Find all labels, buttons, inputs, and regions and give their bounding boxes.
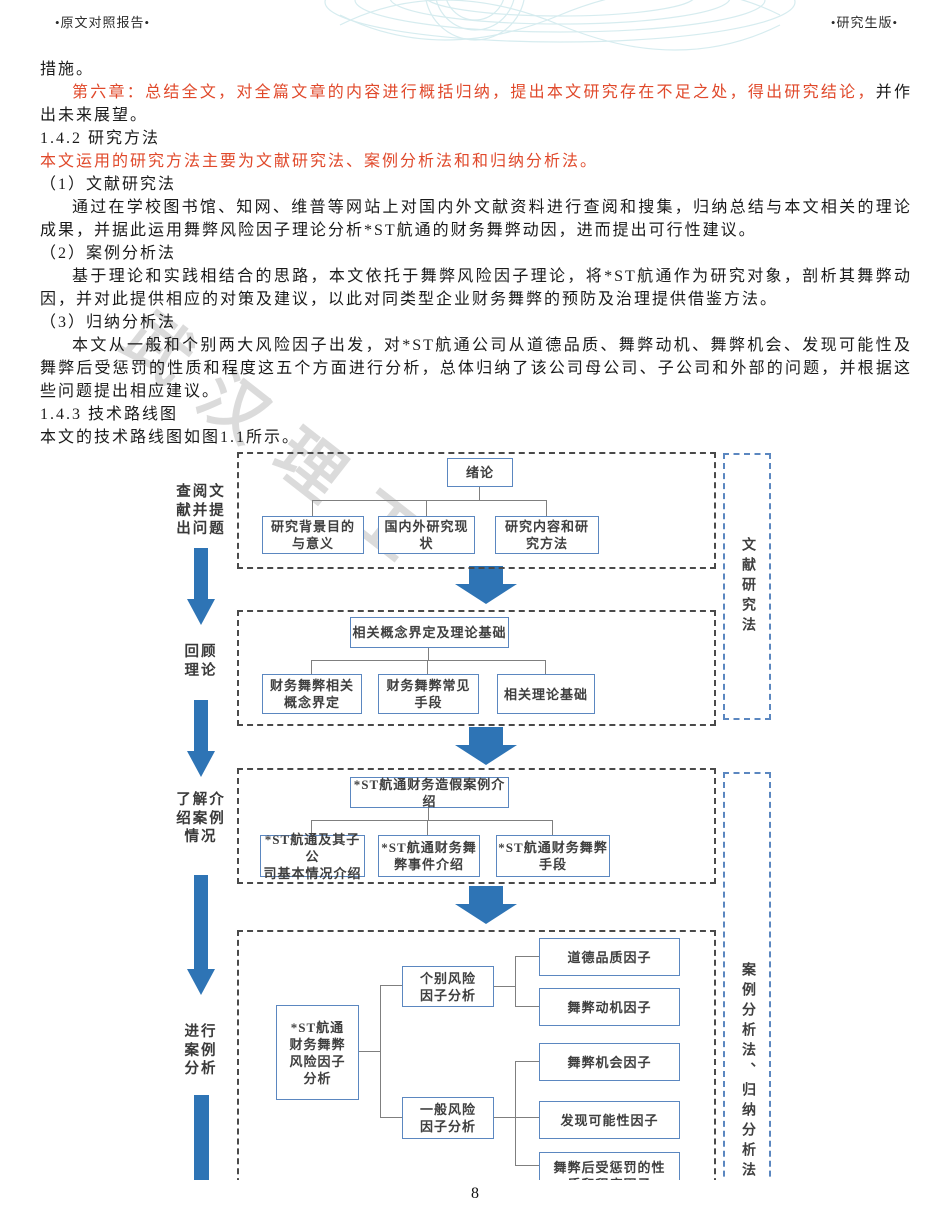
connector-line	[427, 660, 428, 674]
connector-line	[312, 500, 313, 516]
connector-line	[428, 806, 429, 820]
connector-line	[515, 956, 516, 1006]
node-background: 研究背景目的 与意义	[262, 516, 364, 554]
paragraph-3: 1.4.2 研究方法	[40, 127, 912, 150]
step-label-4: 进行 案例 分析	[184, 1024, 218, 1077]
down-arrow-icon	[187, 875, 215, 995]
paragraph-11: 1.4.3 技术路线图	[40, 403, 912, 426]
body-text-segment: 通过在学校图书馆、知网、维普等网站上对国内外文献资料进行查阅和搜集，归纳总结与本…	[40, 199, 912, 239]
node-content-methods: 研究内容和研 究方法	[495, 516, 599, 554]
paragraph-6: 通过在学校图书馆、知网、维普等网站上对国内外文献资料进行查阅和搜集，归纳总结与本…	[40, 196, 912, 242]
body-text-segment: 措施。	[40, 61, 95, 78]
method-box-literature: 文献研究法	[723, 453, 771, 720]
body-text-segment: （1）文献研究法	[40, 176, 177, 193]
page-footer: 8	[0, 1185, 950, 1203]
section2-container	[237, 610, 716, 726]
paragraph-1: 措施。	[40, 58, 912, 81]
node-fraud-means: 财务舞弊常见 手段	[378, 674, 479, 714]
node-general-risk: 一般风险 因子分析	[402, 1097, 494, 1139]
node-motivation-factor: 舞弊动机因子	[539, 988, 680, 1026]
connector-line	[311, 820, 312, 835]
technical-route-diagram: 查阅文 献并提 出问题 回顾 理论 了解介 绍案例 情况 进行 案例 分析 文献…	[176, 452, 771, 1180]
connector-line	[311, 820, 552, 821]
node-company-overview: *ST航通及其子公 司基本情况介绍	[260, 832, 365, 881]
paragraph-5: （1）文献研究法	[40, 173, 912, 196]
connector-line	[545, 660, 546, 674]
step-label-2: 回顾 理论	[184, 644, 218, 679]
connector-line	[380, 985, 402, 986]
body-text-segment: （2）案例分析法	[40, 245, 177, 262]
node-fraud-concepts: 财务舞弊相关 概念界定	[262, 674, 362, 714]
connector-line	[311, 660, 312, 674]
node-fraud-methods: *ST航通财务舞弊 手段	[496, 835, 610, 877]
step-label-3: 了解介 绍案例 情况	[176, 792, 226, 845]
connector-line	[492, 986, 515, 987]
body-text-segment: 1.4.3 技术路线图	[40, 406, 179, 423]
connector-line	[380, 985, 381, 1117]
down-arrow-icon	[187, 700, 215, 777]
body-text-segment: 本文从一般和个别两大风险因子出发，对*ST航通公司从道德品质、舞弊动机、舞弊机会…	[40, 337, 912, 400]
connector-line	[428, 646, 429, 660]
connector-line	[515, 1061, 539, 1062]
connector-line	[515, 1165, 539, 1166]
body-text: 措施。第六章：总结全文，对全篇文章的内容进行概括归纳，提出本文研究存在不足之处，…	[40, 58, 912, 449]
paragraph-10: 本文从一般和个别两大风险因子出发，对*ST航通公司从道德品质、舞弊动机、舞弊机会…	[40, 334, 912, 403]
paragraph-8: 基于理论和实践相结合的思路，本文依托于舞弊风险因子理论，将*ST航通作为研究对象…	[40, 265, 912, 311]
connector-line	[492, 1117, 515, 1118]
node-discovery-factor: 发现可能性因子	[539, 1101, 680, 1139]
page-number: 8	[471, 1185, 479, 1202]
down-arrow-shaft	[194, 1095, 209, 1180]
connector-line	[312, 500, 546, 501]
paragraph-4: 本文运用的研究方法主要为文献研究法、案例分析法和和归纳分析法。	[40, 150, 912, 173]
section1-container	[237, 452, 716, 569]
header-right-label: •研究生版•	[830, 15, 898, 30]
connector-line	[515, 956, 539, 957]
node-introduction: 绪论	[447, 458, 513, 487]
big-down-arrow-icon	[455, 886, 517, 924]
node-theory-basis: 相关理论基础	[497, 674, 595, 714]
method-label-literature: 文献研究法	[740, 536, 755, 637]
connector-line	[515, 1006, 539, 1007]
connector-line	[479, 485, 480, 500]
paragraph-2: 第六章：总结全文，对全篇文章的内容进行概括归纳，提出本文研究存在不足之处，得出研…	[40, 81, 912, 127]
body-text-segment: 本文的技术路线图如图1.1所示。	[40, 429, 301, 446]
paragraph-7: （2）案例分析法	[40, 242, 912, 265]
node-risk-factor-analysis: *ST航通 财务舞弊 风险因子 分析	[276, 1005, 359, 1100]
body-text-segment: 基于理论和实践相结合的思路，本文依托于舞弊风险因子理论，将*ST航通作为研究对象…	[40, 268, 912, 308]
paragraph-9: （3）归纳分析法	[40, 311, 912, 334]
connector-line	[311, 660, 545, 661]
method-box-case-induction: 案例分析法、归纳分析法	[723, 772, 771, 1180]
body-text-segment: 1.4.2 研究方法	[40, 130, 161, 147]
step-label-1: 查阅文 献并提 出问题	[176, 484, 226, 537]
header-left-label: •原文对照报告•	[55, 15, 151, 30]
node-individual-risk: 个别风险 因子分析	[402, 966, 494, 1007]
connector-line	[515, 1061, 516, 1166]
node-case-introduction: *ST航通财务造假案例介绍	[350, 777, 509, 809]
connector-line	[552, 820, 553, 835]
down-arrow-icon	[187, 548, 215, 625]
big-down-arrow-icon	[455, 566, 517, 604]
body-text-segment: （3）归纳分析法	[40, 314, 177, 331]
connector-line	[380, 1117, 402, 1118]
highlighted-text: 第六章：总结全文，对全篇文章的内容进行概括归纳，提出本文研究存在不足之处，得出研…	[72, 84, 876, 101]
section4-container	[237, 930, 716, 1180]
method-label-case-induction: 案例分析法、归纳分析法	[740, 962, 755, 1180]
connector-line	[427, 820, 428, 835]
highlighted-text: 本文运用的研究方法主要为文献研究法、案例分析法和和归纳分析法。	[40, 153, 599, 170]
connector-line	[357, 1051, 380, 1052]
body-text-segment: 并作出未来展望。	[40, 84, 912, 124]
connector-line	[515, 1117, 539, 1118]
connector-line	[546, 500, 547, 516]
node-moral-factor: 道德品质因子	[539, 938, 680, 976]
node-concepts-theory: 相关概念界定及理论基础	[350, 617, 509, 648]
node-punishment-factor: 舞弊后受惩罚的性 质和程度因子	[539, 1152, 680, 1180]
node-opportunity-factor: 舞弊机会因子	[539, 1043, 680, 1081]
node-research-status: 国内外研究现 状	[378, 516, 475, 554]
big-down-arrow-icon	[455, 727, 517, 765]
node-fraud-events: *ST航通财务舞 弊事件介绍	[378, 835, 480, 877]
section3-container	[237, 768, 716, 884]
paragraph-12: 本文的技术路线图如图1.1所示。	[40, 426, 912, 449]
connector-line	[426, 500, 427, 516]
